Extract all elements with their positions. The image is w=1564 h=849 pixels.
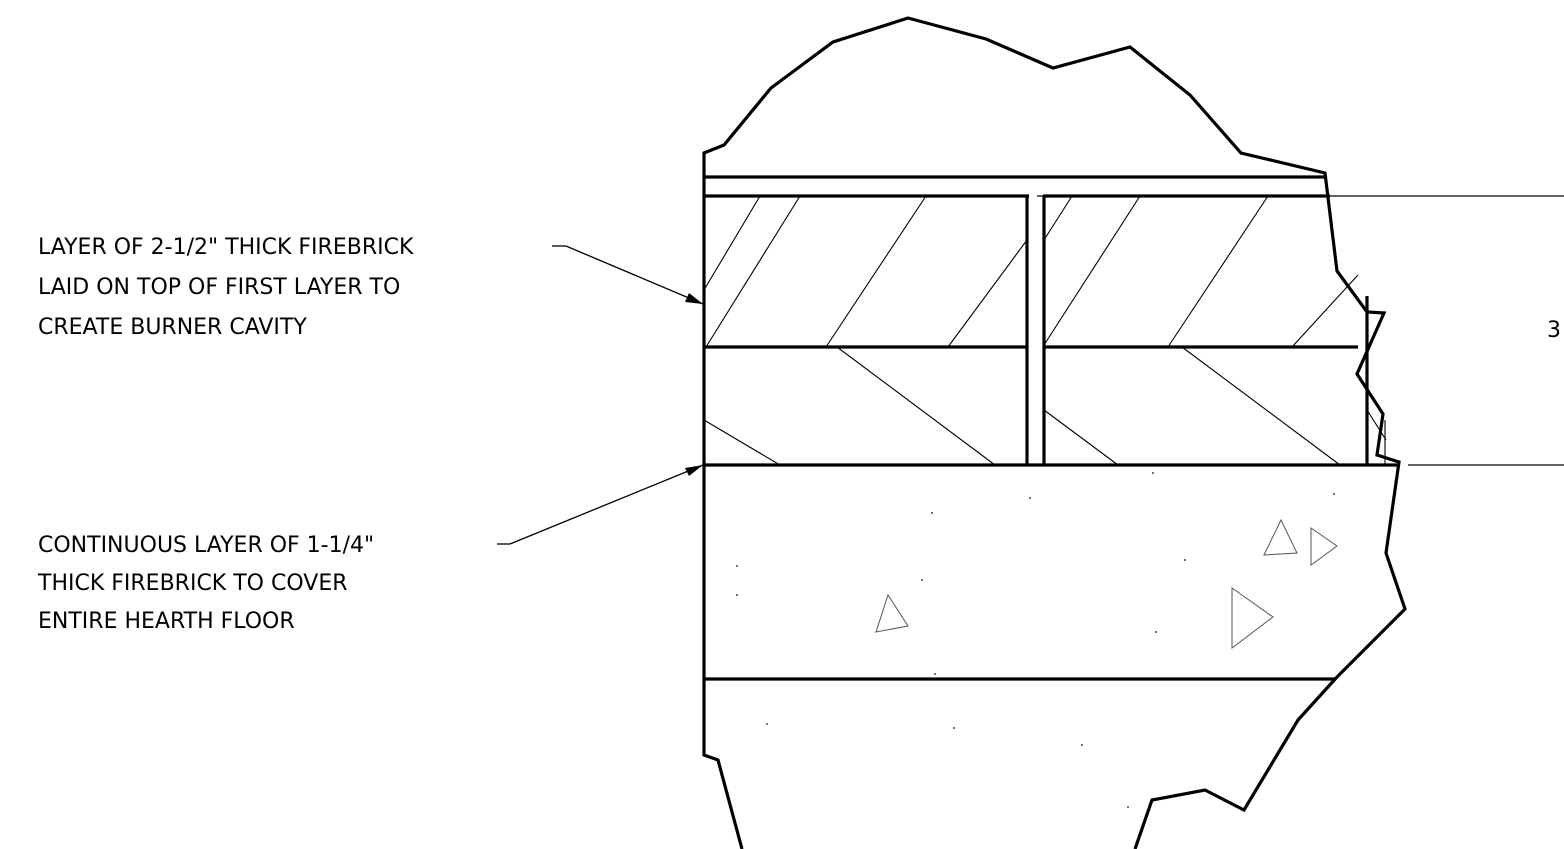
concrete-specks (736, 472, 1335, 808)
lower-layer-leader (497, 464, 704, 545)
callout-lower-line-2: THICK FIREBRICK TO COVER (37, 571, 348, 596)
callout-lower-line-1: CONTINUOUS LAYER OF 1-1/4" (38, 533, 374, 558)
concrete-aggregate (875, 518, 1338, 650)
lower-course-hatching (703, 346, 1387, 466)
upper-layer-hatching (703, 195, 1359, 348)
leader-arrowhead (685, 293, 703, 304)
callout-lower-line-3: ENTIRE HEARTH FLOOR (38, 609, 295, 634)
upper-layer-leader (552, 245, 704, 305)
leader-arrowhead (685, 465, 703, 476)
callout-upper-line-3: CREATE BURNER CAVITY (38, 315, 307, 340)
dimension-value: 3 (1547, 318, 1561, 343)
callout-upper-layer: LAYER OF 2-1/2" THICK FIREBRICK LAID ON … (38, 235, 414, 340)
section-break-outline (702, 16, 1407, 849)
callout-upper-line-2: LAID ON TOP OF FIRST LAYER TO (38, 275, 400, 300)
callout-upper-line-1: LAYER OF 2-1/2" THICK FIREBRICK (38, 235, 414, 260)
callout-lower-layer: CONTINUOUS LAYER OF 1-1/4" THICK FIREBRI… (37, 533, 374, 634)
